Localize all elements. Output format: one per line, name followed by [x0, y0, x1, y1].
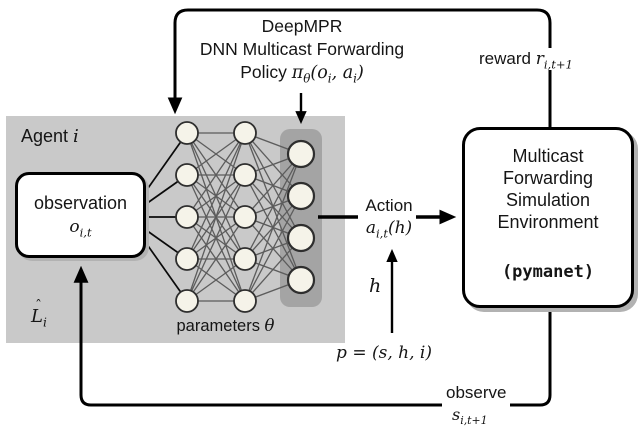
action-label: Action ai,t(h)	[350, 195, 428, 239]
title-line-3: Policy πθ(oi, ai)	[168, 61, 436, 85]
parameters-label: parameters θ	[158, 316, 293, 336]
nn-edge	[186, 258, 246, 302]
action-symbol: ai,t(h)	[365, 218, 413, 241]
lhat-base: L	[31, 306, 43, 327]
observation-label: observation	[33, 193, 128, 213]
nn-edge	[244, 195, 302, 302]
env-line-3: Simulation	[505, 190, 591, 210]
nn-nodes	[175, 121, 316, 313]
nn-node	[286, 139, 316, 169]
packet-tuple-label: p = (s, h, i)	[336, 343, 432, 363]
nn-edge	[186, 132, 246, 302]
reward-label: reward ri,t+1	[477, 48, 575, 70]
env-code-label: (pymanet)	[501, 262, 595, 282]
agent-index-symbol: i	[73, 126, 79, 147]
title-line-1: DeepMPR	[261, 16, 343, 36]
title-line-3-prefix: Policy	[240, 62, 292, 82]
nn-node	[175, 163, 199, 187]
nn-node	[175, 205, 199, 229]
nn-node	[286, 223, 316, 253]
agent-text: Agent	[21, 126, 74, 146]
env-line-1: Multicast	[512, 146, 584, 166]
title-line-2: DNN Multicast Forwarding	[199, 39, 405, 59]
nn-edge	[186, 216, 246, 302]
nn-node	[233, 121, 257, 145]
nn-node	[175, 121, 199, 145]
nn-edge	[244, 153, 302, 260]
env-line-2: Forwarding	[502, 168, 594, 188]
observe-feedback-arrow	[73, 265, 552, 407]
observation-box: observation oi,t	[15, 172, 146, 258]
nn-edge	[186, 174, 246, 302]
observe-label: observe	[442, 383, 511, 408]
nn-node	[175, 247, 199, 271]
nn-node	[233, 289, 257, 313]
nn-node	[286, 181, 316, 211]
env-line-4: Environment	[497, 212, 599, 232]
action-text: Action	[365, 196, 413, 215]
observation-symbol: oi,t	[69, 217, 92, 240]
parameters-text: parameters	[176, 317, 265, 335]
nn-edge	[186, 132, 246, 176]
agent-label: Agent i	[21, 126, 79, 147]
nn-edge	[244, 153, 302, 302]
policy-title-block: DeepMPR DNN Multicast Forwarding Policy …	[168, 15, 436, 85]
hat-accent: ˆ	[35, 298, 42, 314]
reward-symbol: ri,t+1	[535, 49, 573, 72]
theta-symbol: θ	[264, 316, 275, 335]
reward-text: reward	[479, 49, 536, 68]
nn-node	[233, 163, 257, 187]
nn-edge	[186, 132, 246, 218]
lhat-subscript: i	[42, 315, 47, 330]
environment-box: Multicast Forwarding Simulation Environm…	[462, 127, 634, 308]
nn-node	[233, 205, 257, 229]
policy-formula: πθ(oi, ai)	[291, 63, 364, 86]
reward-feedback-arrow	[167, 8, 552, 128]
nn-node	[233, 247, 257, 271]
state-symbol: si,t+1	[452, 405, 488, 427]
nn-node	[175, 289, 199, 313]
nn-edge	[186, 132, 246, 260]
hop-count-label: h	[369, 275, 382, 297]
nn-node	[286, 265, 316, 295]
